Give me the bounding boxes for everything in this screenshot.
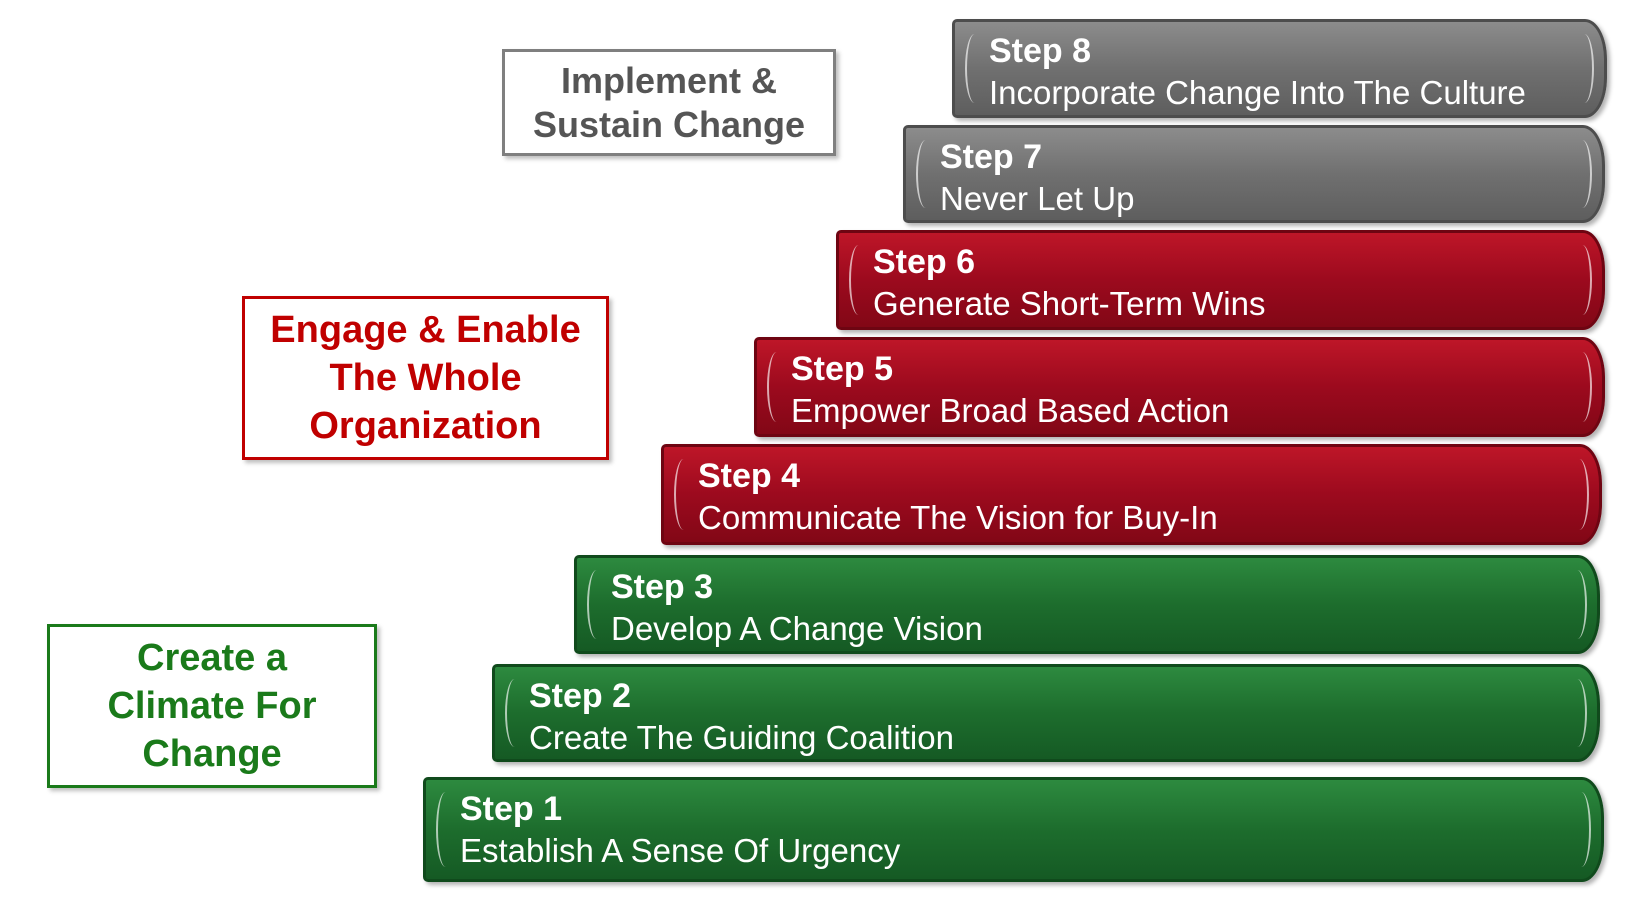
- step-2: Step 2 Create The Guiding Coalition: [492, 664, 1600, 762]
- phase-label: Engage & Enable The Whole Organization: [270, 309, 581, 447]
- step-description: Incorporate Change Into The Culture: [989, 74, 1526, 111]
- step-7: Step 7 Never Let Up: [903, 125, 1605, 223]
- step-title: Step 8: [989, 32, 1092, 70]
- step-description: Establish A Sense Of Urgency: [460, 832, 901, 869]
- step-title: Step 4: [698, 457, 801, 495]
- phase-create-climate: Create a Climate For Change: [47, 624, 377, 788]
- step-description: Generate Short-Term Wins: [873, 285, 1266, 322]
- step-5: Step 5 Empower Broad Based Action: [754, 337, 1605, 437]
- step-title: Step 5: [791, 350, 894, 388]
- step-1: Step 1 Establish A Sense Of Urgency: [423, 777, 1604, 882]
- step-6: Step 6 Generate Short-Term Wins: [836, 230, 1605, 330]
- step-description: Empower Broad Based Action: [791, 392, 1230, 429]
- step-description: Develop A Change Vision: [611, 610, 983, 647]
- step-title: Step 6: [873, 243, 976, 281]
- step-description: Never Let Up: [940, 180, 1135, 217]
- step-4: Step 4 Communicate The Vision for Buy-In: [661, 444, 1602, 545]
- step-title: Step 7: [940, 138, 1043, 176]
- step-title: Step 1: [460, 790, 563, 828]
- phase-label: Implement & Sustain Change: [532, 59, 806, 145]
- step-title: Step 2: [529, 677, 632, 715]
- phase-engage-enable: Engage & Enable The Whole Organization: [242, 296, 609, 460]
- phase-label: Create a Climate For Change: [107, 637, 317, 775]
- step-8: Step 8 Incorporate Change Into The Cultu…: [952, 19, 1607, 118]
- step-description: Communicate The Vision for Buy-In: [698, 499, 1218, 536]
- step-description: Create The Guiding Coalition: [529, 719, 954, 756]
- phase-implement-sustain: Implement & Sustain Change: [502, 49, 836, 156]
- step-title: Step 3: [611, 568, 714, 606]
- step-3: Step 3 Develop A Change Vision: [574, 555, 1600, 654]
